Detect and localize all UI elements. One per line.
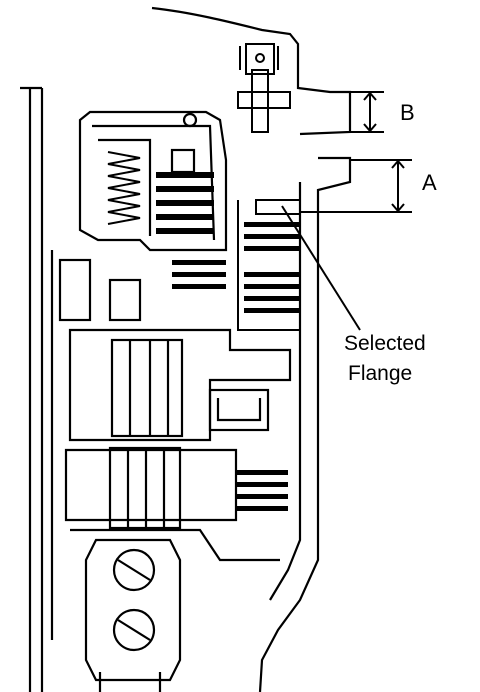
upper-bracket-assembly [237, 43, 291, 133]
dimension-b [350, 91, 384, 133]
dimension-b-label: B [400, 100, 415, 125]
outer-housing [20, 6, 352, 692]
selected-flange-plate-stack [237, 199, 301, 331]
bottom-pinion [84, 538, 182, 692]
lower-gear-section [64, 446, 280, 562]
return-spring [107, 151, 141, 225]
dimension-a [300, 159, 412, 213]
dimension-a-label: A [422, 170, 437, 195]
callout-leader [281, 205, 361, 331]
clutch-plates-upper [156, 172, 226, 289]
clutch-plates-lower [236, 470, 288, 511]
selected-flange-label-line2: Flange [348, 362, 412, 385]
selected-flange-label-line1: Selected [344, 332, 426, 355]
central-shaft-section [58, 258, 292, 442]
